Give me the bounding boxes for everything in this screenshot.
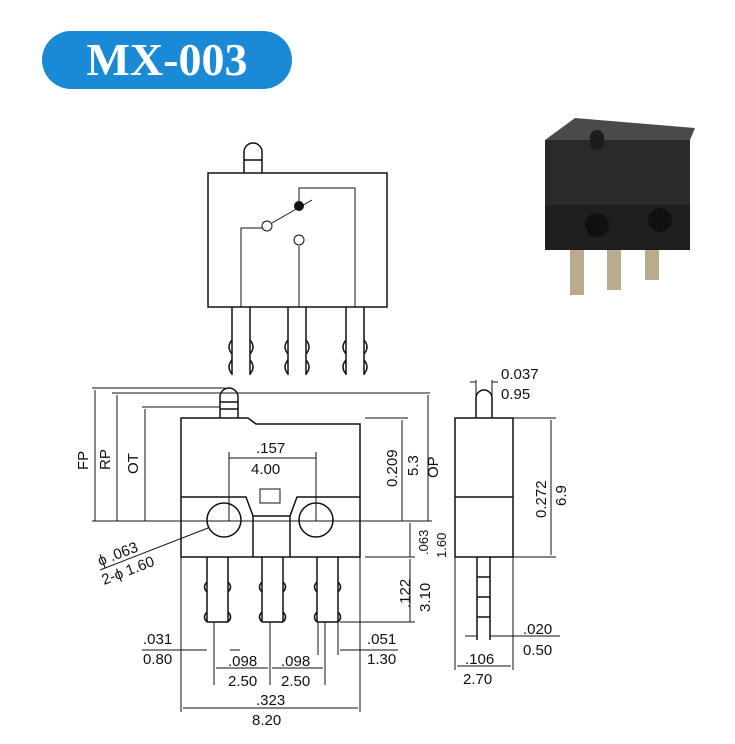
ot-label: OT <box>125 453 142 474</box>
dim-pin-pitch1-mm: 2.50 <box>228 673 257 690</box>
dim-pin-len-mm: 3.10 <box>417 583 434 612</box>
op-label: OP <box>425 456 442 478</box>
rp-label: RP <box>97 449 114 470</box>
dim-hole-offset-in: .063 <box>416 530 431 555</box>
dim-hole-offset-mm: 1.60 <box>434 533 449 558</box>
dim-pin-len-in: .122 <box>397 579 414 608</box>
dim-depth-mm: 2.70 <box>463 671 492 688</box>
dim-plunger-mm: 0.95 <box>501 386 530 403</box>
model-title-badge: MX-003 <box>42 31 292 89</box>
dim-pin-pitch2-in: .098 <box>281 653 310 670</box>
dim-pin-pitch2-mm: 2.50 <box>281 673 310 690</box>
circuit-schematic <box>207 142 388 375</box>
dim-side-height-mm: 6.9 <box>553 485 570 506</box>
dim-pin-thickness-mm: 0.50 <box>523 642 552 659</box>
dim-pin-width-mm: 0.80 <box>143 651 172 668</box>
dim-depth-in: .106 <box>465 651 494 668</box>
dim-pin-width-in: .031 <box>143 631 172 648</box>
front-view: FP RP OT OP .157 4.00 0.209 5.3 .063 1.6… <box>75 387 449 729</box>
dim-pin-thickness-in: .020 <box>523 621 552 638</box>
dim-width-mm: 8.20 <box>252 712 281 729</box>
dim-pin-pitch1-in: .098 <box>228 653 257 670</box>
dim-hole-pitch-mm: 4.00 <box>251 461 280 478</box>
side-view: 0.037 0.95 0.272 6.9 .020 0.50 .106 2.70 <box>454 366 570 688</box>
dim-side-height-in: 0.272 <box>533 480 550 518</box>
dim-height-in: 0.209 <box>384 449 401 487</box>
product-photo <box>545 118 695 295</box>
dim-hole-pitch-in: .157 <box>256 440 285 457</box>
dim-pin-edge-mm: 1.30 <box>367 651 396 668</box>
dim-width-in: .323 <box>256 692 285 709</box>
dim-pin-edge-in: .051 <box>367 631 396 648</box>
fp-label: FP <box>75 451 92 470</box>
dim-plunger-in: 0.037 <box>501 366 539 383</box>
dim-height-mm: 5.3 <box>405 455 422 476</box>
